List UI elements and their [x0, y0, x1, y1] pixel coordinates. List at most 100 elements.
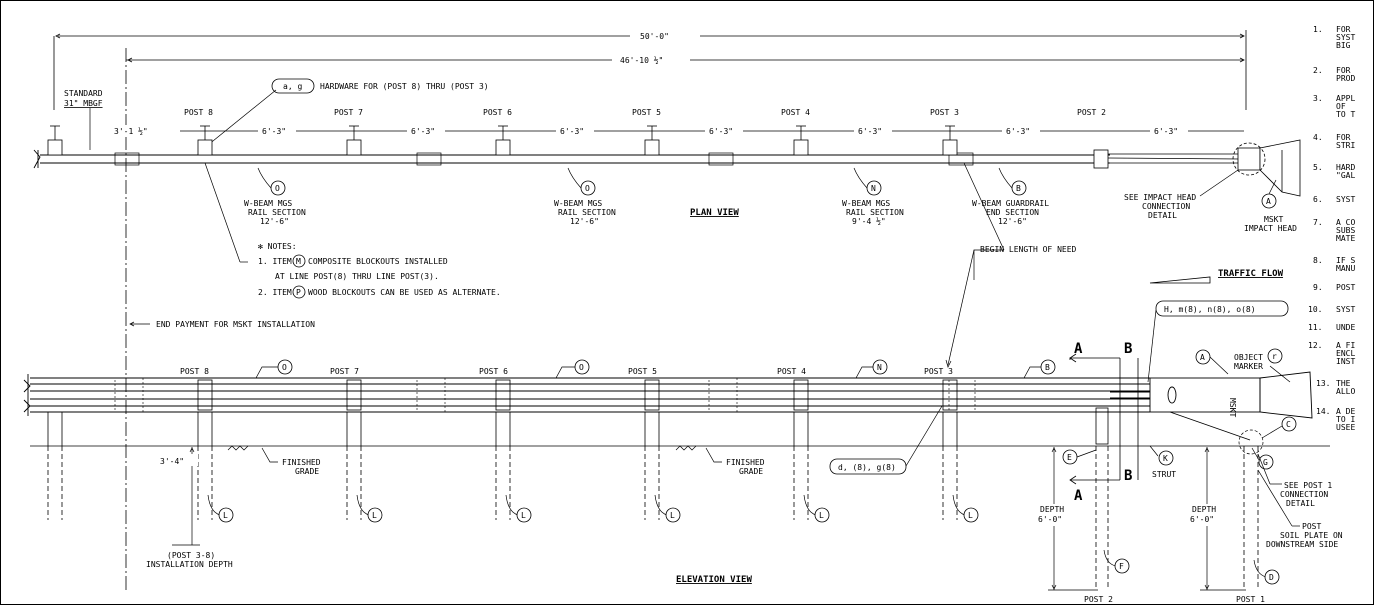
right-note-num: 6. — [1313, 195, 1323, 204]
right-note-text: STRI — [1336, 141, 1355, 150]
grade-hatch — [227, 445, 722, 463]
right-note-text: INST — [1336, 357, 1355, 366]
right-note-text: A DE — [1336, 407, 1355, 416]
plan-post-label: POST 8 — [184, 108, 213, 117]
rail-tag-o2: O — [585, 184, 590, 193]
plan-post-label: POST 5 — [632, 108, 661, 117]
rail-b-line2: END SECTION — [986, 208, 1039, 217]
right-note-text: SUBS — [1336, 226, 1355, 235]
plan-impact-head — [1093, 139, 1301, 197]
right-note-text: ENCL — [1336, 349, 1355, 358]
elev-post-label: POST 5 — [628, 367, 657, 376]
standard-label-2: 31" MBGF — [64, 99, 103, 108]
right-note-num: 3. — [1313, 94, 1323, 103]
dim-spacing: 6'-3" — [262, 127, 286, 136]
rail-tag-n: N — [871, 184, 876, 193]
note-2-tag: P — [296, 288, 301, 297]
begin-lon: BEGIN LENGTH OF NEED — [980, 245, 1077, 254]
right-note-text: PROD — [1336, 74, 1355, 83]
note-1-tag: M — [296, 257, 301, 266]
elevation-view-title: ELEVATION VIEW — [676, 575, 752, 585]
dim-spacing: 6'-3" — [709, 127, 733, 136]
right-note-text: SYST — [1336, 195, 1355, 204]
right-note-text: SYST — [1336, 305, 1355, 314]
plan-post-label: POST 4 — [781, 108, 810, 117]
elev-rail-tag: N — [877, 363, 882, 372]
post1-conn-3: DETAIL — [1286, 499, 1315, 508]
rail-b-line3: 12'-6" — [998, 217, 1027, 226]
section-a-top: A — [1074, 341, 1083, 357]
right-note-text: BIG — [1336, 41, 1351, 50]
install-depth-1: (POST 3-8) — [167, 551, 215, 560]
impact-conn-line3: DETAIL — [1148, 211, 1177, 220]
right-note-num: 11. — [1308, 323, 1322, 332]
right-note-text: TO T — [1336, 110, 1355, 119]
dim-first-spacing: 3'-1 ½" — [114, 126, 148, 136]
right-note-text: A FI — [1336, 341, 1355, 350]
right-note-num: 13. — [1316, 379, 1330, 388]
elev-rail-tag: O — [579, 363, 584, 372]
plan-view-title: PLAN VIEW — [690, 208, 739, 218]
section-marks — [1069, 353, 1139, 485]
depth-label-1: DEPTH — [1192, 505, 1216, 514]
impact-conn-line2: CONNECTION — [1142, 202, 1190, 211]
tag-l: L — [819, 511, 824, 520]
hardware-callout-text: a, g — [283, 82, 302, 91]
tag-c: C — [1286, 420, 1291, 429]
dim-overall — [53, 30, 1247, 110]
right-notes: 1. FOR SYST BIG 2. FOR PROD 3. APPL OF T… — [1308, 25, 1355, 432]
right-note-text: APPL — [1336, 94, 1355, 103]
tag-d: D — [1269, 573, 1274, 582]
install-depth-2: INSTALLATION DEPTH — [146, 560, 233, 569]
standard-label-1: STANDARD — [64, 89, 103, 98]
bottom-post-2: POST 2 — [1084, 595, 1113, 604]
end-payment: END PAYMENT FOR MSKT INSTALLATION — [156, 320, 315, 329]
right-note-text: OF — [1336, 102, 1346, 111]
rail-b-line1: W-BEAM GUARDRAIL — [972, 199, 1049, 208]
tag-f: F — [1119, 562, 1124, 571]
right-note-text: POST — [1336, 283, 1355, 292]
rail-o1-line2: RAIL SECTION — [248, 208, 306, 217]
plan-splices — [114, 152, 974, 166]
install-depth-value: 3'-4" — [160, 457, 184, 466]
rail-o2-line3: 12'-6" — [570, 217, 599, 226]
note-1-b: COMPOSITE BLOCKOUTS INSTALLED — [308, 257, 448, 266]
dim-spacing: 6'-3" — [1006, 127, 1030, 136]
note-1-a: 1. ITEM — [258, 257, 292, 266]
right-note-num: 5. — [1313, 163, 1323, 172]
finished-grade-2: GRADE — [295, 467, 319, 476]
right-note-num: 10. — [1308, 305, 1322, 314]
strut-label: STRUT — [1152, 470, 1176, 479]
elev-impact-head — [1110, 371, 1313, 441]
rail-n-line3: 9'-4 ½" — [852, 216, 886, 226]
impact-detail-circle — [1232, 142, 1266, 176]
soil-plate-3: DOWNSTREAM SIDE — [1266, 540, 1338, 549]
finished-grade-1: FINISHED — [726, 458, 765, 467]
right-note-text: MANU — [1336, 264, 1355, 273]
right-note-text: IF S — [1336, 256, 1355, 265]
plan-post-label: POST 2 — [1077, 108, 1106, 117]
dim-46-label: 46'-10 ½" — [620, 55, 663, 65]
plan-post-label: POST 3 — [930, 108, 959, 117]
hardware-text: HARDWARE FOR (POST 8) THRU (POST 3) — [320, 82, 489, 91]
impact-conn-line1: SEE IMPACT HEAD — [1124, 193, 1196, 202]
rail-tag-o1: O — [275, 184, 280, 193]
plan-post-label: POST 7 — [334, 108, 363, 117]
tag-l: L — [223, 511, 228, 520]
right-note-num: 2. — [1313, 66, 1323, 75]
tag-l: L — [670, 511, 675, 520]
rail-o2-line2: RAIL SECTION — [558, 208, 616, 217]
mskt-text: MSKT — [1228, 398, 1237, 417]
impact-head-line1: MSKT — [1264, 215, 1283, 224]
traffic-flow: TRAFFIC FLOW — [1218, 269, 1284, 279]
dim-spacing: 6'-3" — [858, 127, 882, 136]
right-note-text: A CO — [1336, 218, 1355, 227]
right-note-num: 1. — [1313, 25, 1323, 34]
note-2-b: WOOD BLOCKOUTS CAN BE USED AS ALTERNATE. — [308, 288, 501, 297]
section-b-bot: B — [1124, 468, 1132, 484]
elev-post-label: POST 7 — [330, 367, 359, 376]
finished-grade-1: FINISHED — [282, 458, 321, 467]
plan-rail — [33, 149, 1110, 169]
elev-post-label: POST 4 — [777, 367, 806, 376]
note-1-c: AT LINE POST(8) THRU LINE POST(3). — [275, 272, 439, 281]
